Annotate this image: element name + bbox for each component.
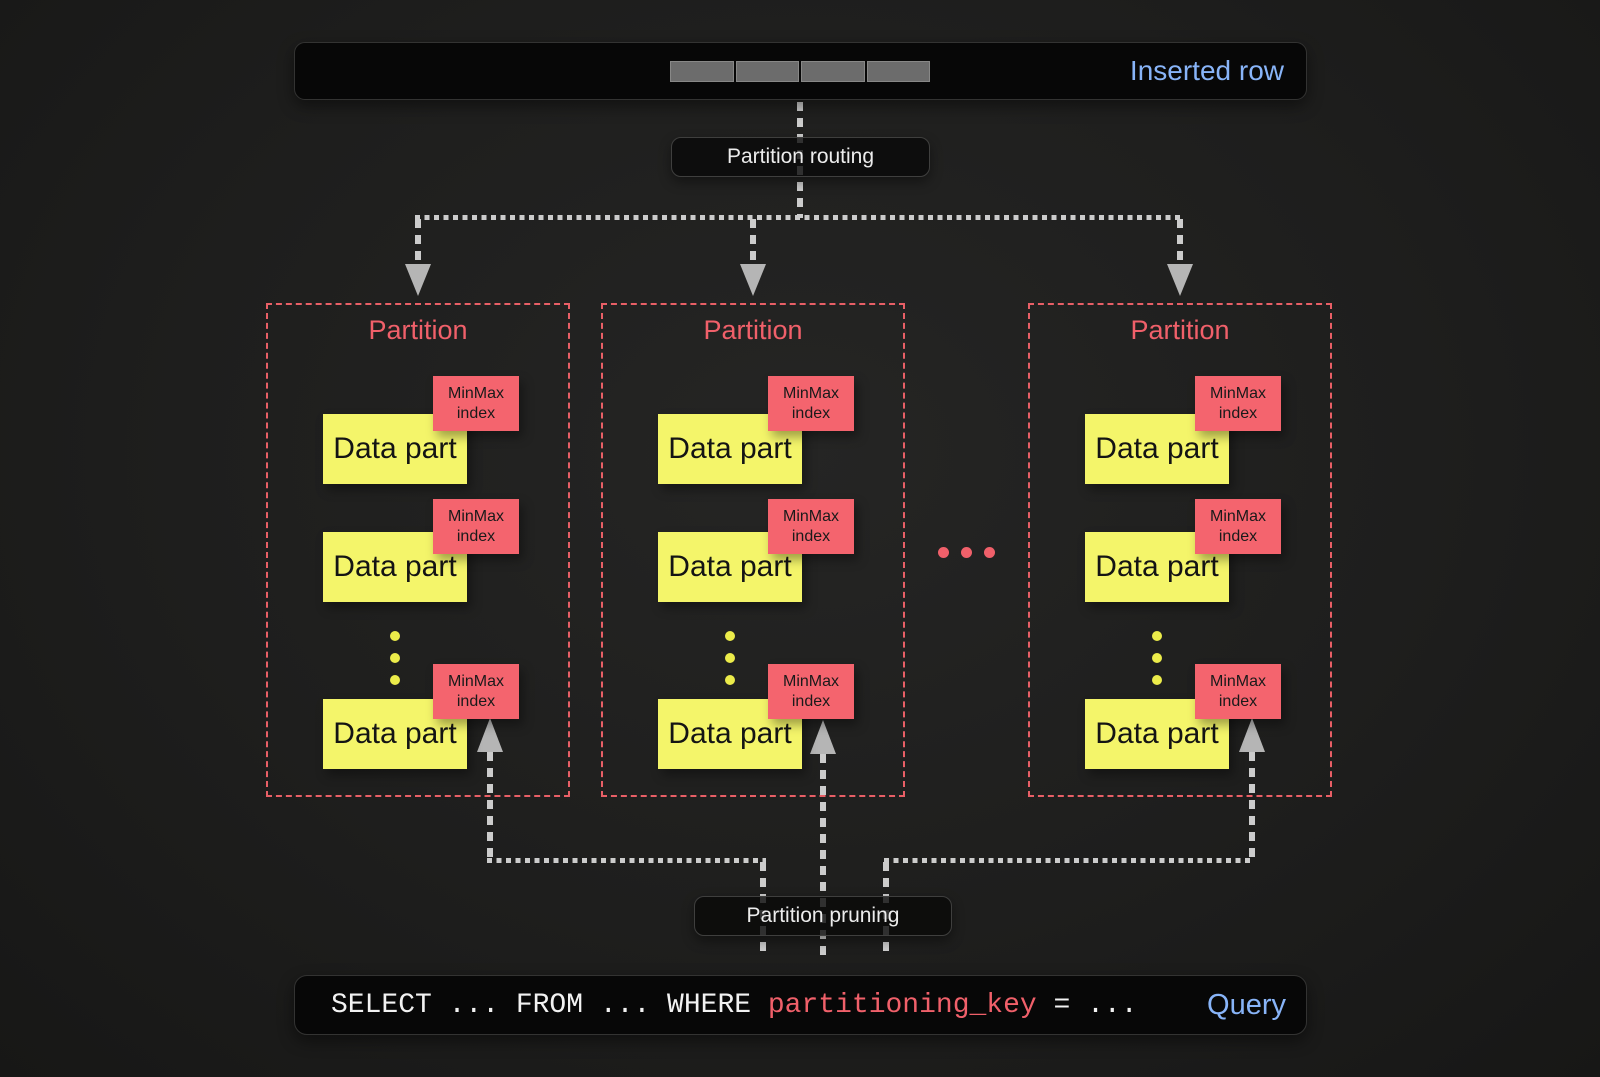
- partition-box-2: Partition MinMax index Data part MinMax …: [601, 303, 905, 797]
- row-segment: [735, 61, 799, 82]
- minmax-index-tag: MinMax index: [768, 664, 854, 719]
- minmax-index-tag: MinMax index: [1195, 376, 1281, 431]
- query-label: Query: [1207, 988, 1286, 1021]
- minmax-index-tag: MinMax index: [768, 376, 854, 431]
- pruning-rise-middle: [820, 754, 826, 957]
- minmax-index-tag: MinMax index: [768, 499, 854, 554]
- partition-pruning-label: Partition pruning: [746, 904, 900, 927]
- row-segments: [670, 61, 930, 82]
- arrow-up-left-icon: [477, 718, 503, 752]
- row-segment: [866, 61, 930, 82]
- routing-branch-line: [415, 215, 1183, 220]
- minmax-index-tag: MinMax index: [433, 664, 519, 719]
- query-bar: SELECT ... FROM ... WHERE partitioning_k…: [294, 975, 1307, 1035]
- row-segment: [670, 61, 734, 82]
- minmax-index-tag: MinMax index: [1195, 499, 1281, 554]
- minmax-index-tag: MinMax index: [433, 376, 519, 431]
- arrow-up-right-icon: [1239, 718, 1265, 752]
- minmax-index-tag: MinMax index: [433, 499, 519, 554]
- routing-drop-left: [415, 219, 421, 266]
- partition-title: Partition: [1130, 315, 1230, 345]
- inserted-row-bar: Inserted row: [294, 42, 1307, 100]
- partition-box-3: Partition MinMax index Data part MinMax …: [1028, 303, 1332, 797]
- pruning-elbow-left: [487, 858, 766, 863]
- partition-title: Partition: [368, 315, 468, 345]
- pruning-rise-right: [1249, 752, 1255, 863]
- arrow-down-right-icon: [1167, 264, 1193, 296]
- query-partitioning-key: partitioning_key: [767, 989, 1037, 1021]
- more-partitions-ellipsis: [938, 547, 995, 558]
- partition-box-1: Partition MinMax index Data part MinMax …: [266, 303, 570, 797]
- partition-pruning-chip: Partition pruning: [694, 896, 952, 936]
- query-select-clause: SELECT ... FROM ... WHERE: [331, 989, 768, 1021]
- partition-routing-chip: Partition routing: [671, 137, 930, 177]
- row-segment: [801, 61, 865, 82]
- query-equals-clause: = ...: [1036, 989, 1138, 1021]
- arrow-down-left-icon: [405, 264, 431, 296]
- query-sql-text: SELECT ... FROM ... WHERE partitioning_k…: [331, 990, 1138, 1021]
- pruning-elbow-right: [884, 858, 1252, 863]
- routing-drop-middle: [750, 219, 756, 266]
- partition-routing-label: Partition routing: [726, 145, 875, 168]
- minmax-index-tag: MinMax index: [1195, 664, 1281, 719]
- inserted-row-label: Inserted row: [1129, 55, 1284, 86]
- arrow-up-middle-icon: [810, 720, 836, 754]
- partition-title: Partition: [703, 315, 803, 345]
- arrow-down-middle-icon: [740, 264, 766, 296]
- routing-drop-right: [1177, 219, 1183, 266]
- pruning-rise-left: [487, 752, 493, 863]
